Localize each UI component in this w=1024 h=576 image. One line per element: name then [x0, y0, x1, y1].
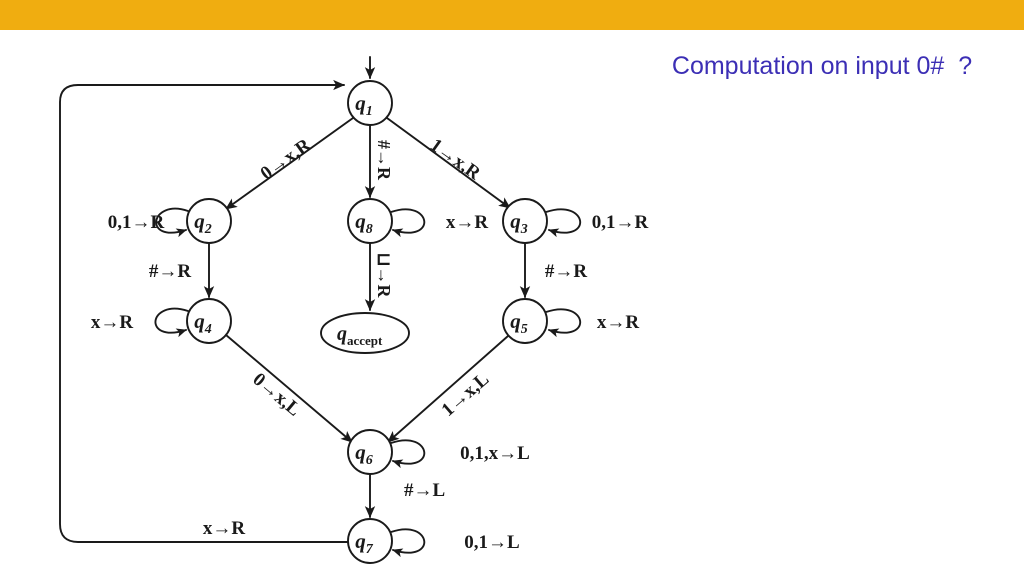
edge-label-q8-qaccept: ⊔→R	[374, 252, 394, 298]
state-label-q5: q5	[510, 309, 528, 337]
edge-label-q6-q7: #→L	[404, 480, 445, 501]
edge-label-q6-self-loop: 0,1,x→L	[460, 443, 530, 464]
edge-q5-q6	[387, 335, 509, 443]
page-title: Computation on input 0# ?	[671, 52, 973, 80]
edge-label-q5-self-loop: x→R	[597, 312, 640, 333]
state-label-qaccept: qaccept	[337, 323, 383, 348]
edge-label-q5-q6: 1→x,L	[438, 369, 494, 421]
edge-q3-self-loop	[545, 208, 582, 238]
turing-machine-state-diagram: q1 q2 q8 q3 q4 q5 qaccept q6	[59, 56, 649, 564]
edge-label-q1-q2: 0→x,R	[257, 134, 315, 184]
edge-label-q3-q5: #→R	[545, 261, 588, 282]
state-label-q4: q4	[194, 309, 212, 337]
state-node-qaccept	[320, 312, 410, 354]
edge-q7-q1-return	[59, 79, 349, 543]
edge-q6-self-loop	[390, 439, 426, 469]
state-node-q1	[347, 80, 393, 126]
edge-label-q8-self-loop: x→R	[446, 212, 489, 233]
state-label-q8: q8	[355, 209, 373, 237]
edge-label-q7-self-loop: 0,1→L	[464, 532, 519, 553]
edge-label-q2-self-loop: 0,1→R	[108, 212, 165, 233]
state-node-q8	[347, 198, 393, 244]
state-label-q6: q6	[355, 440, 373, 468]
edge-q1-q3	[386, 117, 511, 209]
state-node-q5	[502, 298, 548, 344]
state-label-q3: q3	[510, 209, 528, 237]
edge-q4-self-loop	[154, 307, 189, 338]
edge-label-q1-q3: 1→x,R	[426, 135, 484, 185]
edge-label-q7-q1-return: x→R	[203, 518, 246, 539]
edge-label-q4-self-loop: x→R	[91, 312, 134, 333]
state-node-q3	[502, 198, 548, 244]
edge-label-q1-q8: #→R	[374, 140, 394, 181]
state-label-q1: q1	[355, 91, 373, 119]
edge-q4-q6	[225, 334, 353, 443]
edge-q7-self-loop	[390, 528, 426, 558]
edge-q8-self-loop	[390, 208, 426, 238]
state-node-q2	[186, 198, 232, 244]
state-node-q4	[186, 298, 232, 344]
header-bar	[0, 0, 1024, 30]
edge-q1-q2	[225, 117, 354, 210]
edge-q5-self-loop	[545, 308, 582, 338]
state-node-q7	[347, 518, 393, 564]
state-label-q2: q2	[194, 209, 212, 237]
state-label-q7: q7	[355, 529, 374, 557]
edge-label-q3-self-loop: 0,1→R	[592, 212, 649, 233]
edge-q2-self-loop	[155, 207, 189, 238]
edge-label-q2-q4: #→R	[149, 261, 192, 282]
state-node-q6	[347, 429, 393, 475]
